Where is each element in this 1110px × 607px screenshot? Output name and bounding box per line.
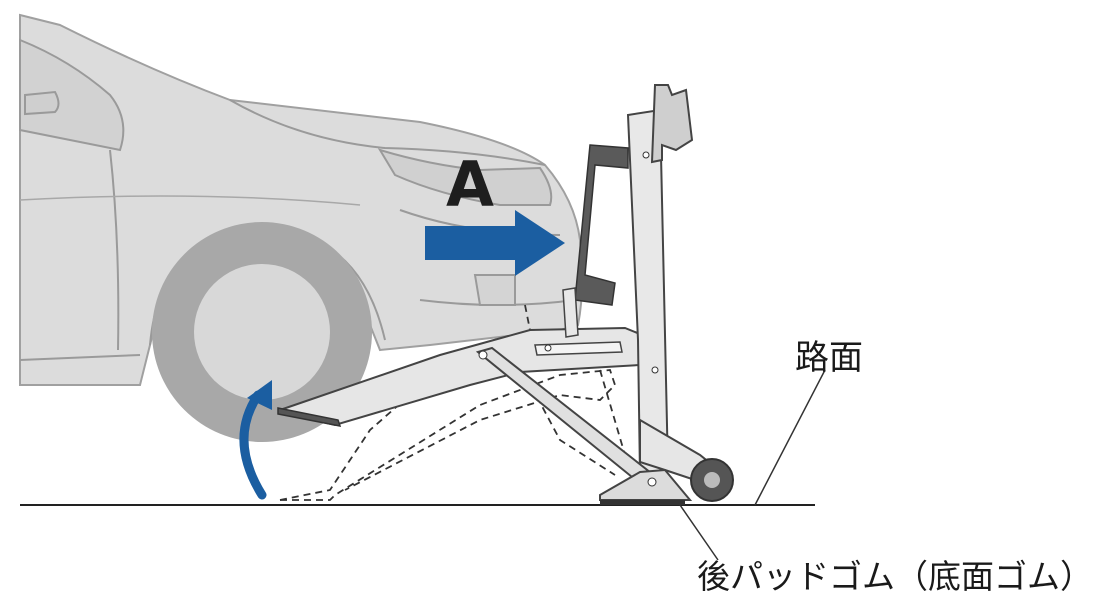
rear-pad-rubber-label: 後パッドゴム（底面ゴム） xyxy=(697,557,1093,596)
jack-pivot xyxy=(647,477,657,487)
car-door-line xyxy=(109,149,120,351)
car-hood-line xyxy=(229,99,546,166)
road-leader-line xyxy=(754,369,826,506)
car-body-crease xyxy=(19,195,361,206)
jack-pivot xyxy=(642,151,650,159)
road-surface-label: 路面 xyxy=(795,338,863,378)
jack-arm-slot xyxy=(534,341,623,356)
jack-bracket xyxy=(574,144,629,306)
jack-handle-top xyxy=(650,84,694,164)
jack-mast xyxy=(626,108,670,477)
rear-pad-leader-line xyxy=(679,504,719,561)
jack-rear-pad xyxy=(599,468,693,501)
jack-post xyxy=(562,287,579,338)
jack-saddle xyxy=(277,407,342,427)
jack-rear-pad-rubber xyxy=(600,500,685,505)
car-mirror xyxy=(24,90,60,116)
jack-pivot xyxy=(478,350,488,360)
car-fog-light xyxy=(473,274,516,306)
car-headlight xyxy=(377,148,553,206)
jack-illustration xyxy=(277,84,734,505)
car-sill xyxy=(19,354,141,361)
jack-pivot xyxy=(544,344,552,352)
lift-arrow xyxy=(239,380,272,500)
jack-pivot xyxy=(651,366,659,374)
jack-caster-hub xyxy=(704,472,720,488)
car-wheel xyxy=(194,264,330,400)
callout-a: A xyxy=(446,148,494,221)
car-illustration xyxy=(19,13,584,442)
push-arrow xyxy=(425,210,565,276)
car-windshield xyxy=(19,38,125,152)
